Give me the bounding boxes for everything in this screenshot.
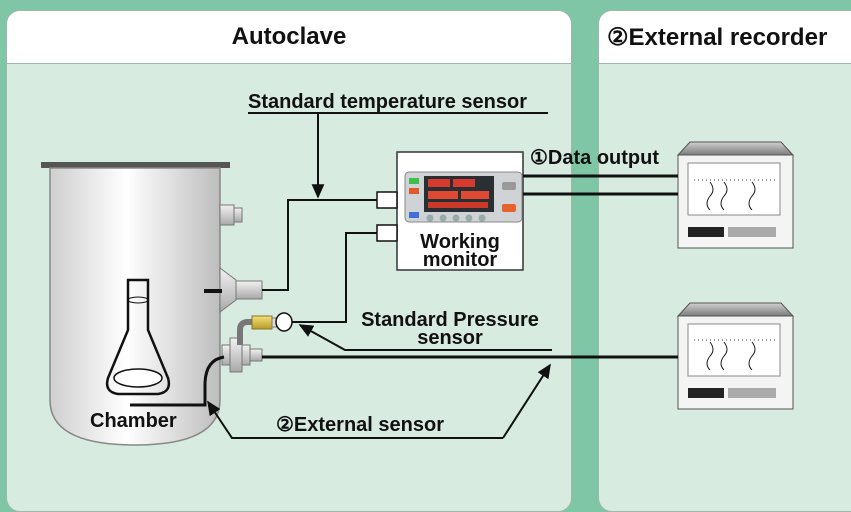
recorder-icon xyxy=(676,302,795,410)
chamber-vessel-icon xyxy=(41,162,263,446)
autoclave-title: Autoclave xyxy=(7,11,571,64)
standard-pressure-sensor-label-line1: Standard Pressure xyxy=(361,309,539,331)
working-monitor-icon xyxy=(376,151,524,271)
external-recorder-panel: ②External recorder xyxy=(598,10,851,512)
working-monitor-label-line2: monitor xyxy=(422,249,498,271)
connection-lines xyxy=(130,112,678,439)
standard-temperature-sensor-label: Standard temperature sensor xyxy=(248,91,527,113)
data-output-label: ①Data output xyxy=(530,147,660,169)
chamber-label: Chamber xyxy=(90,410,177,432)
external-sensor-label: ②External sensor xyxy=(276,414,444,436)
standard-pressure-sensor-label-line2: sensor xyxy=(417,327,483,349)
external-recorder-title: ②External recorder xyxy=(599,11,851,64)
pressure-gauge-icon xyxy=(237,312,293,345)
working-monitor-label-line1: Working xyxy=(420,231,500,253)
recorder-icon xyxy=(676,141,795,249)
flask-icon xyxy=(105,278,171,396)
